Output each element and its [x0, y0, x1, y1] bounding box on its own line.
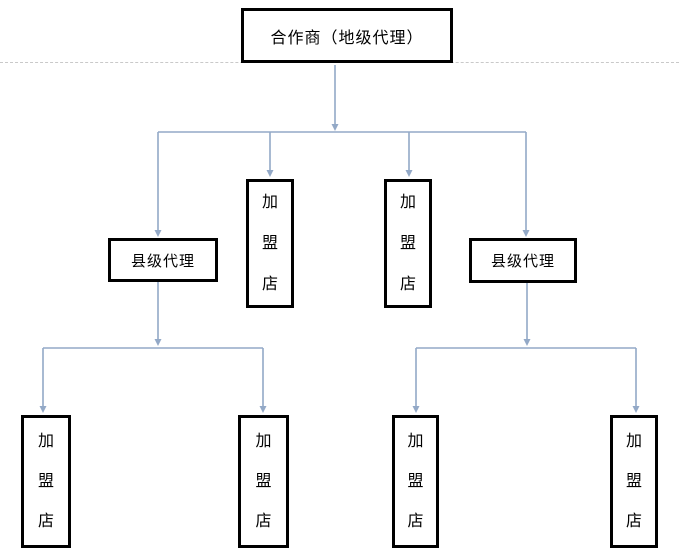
node-label: 县级代理	[490, 254, 555, 270]
node-partner-prefecture-agent: 合作商（地级代理）	[241, 8, 453, 63]
node-label: 加 盟 店	[399, 194, 416, 293]
node-label: 加 盟 店	[407, 432, 424, 530]
node-county-agent-left: 县级代理	[108, 238, 218, 282]
node-franchise-store-mid-2: 加 盟 店	[384, 179, 432, 308]
node-label: 加 盟 店	[261, 194, 278, 293]
node-franchise-store-bottom-2: 加 盟 店	[238, 415, 289, 548]
node-franchise-store-bottom-3: 加 盟 店	[392, 415, 439, 548]
node-franchise-store-mid-1: 加 盟 店	[246, 179, 294, 308]
node-label: 加 盟 店	[255, 432, 272, 530]
node-county-agent-right: 县级代理	[469, 238, 577, 283]
node-label: 加 盟 店	[37, 432, 54, 530]
node-franchise-store-bottom-4: 加 盟 店	[610, 415, 658, 548]
node-label: 县级代理	[130, 253, 195, 270]
node-franchise-store-bottom-1: 加 盟 店	[21, 415, 71, 548]
node-label: 合作商（地级代理）	[270, 29, 424, 47]
node-label: 加 盟 店	[625, 432, 642, 530]
